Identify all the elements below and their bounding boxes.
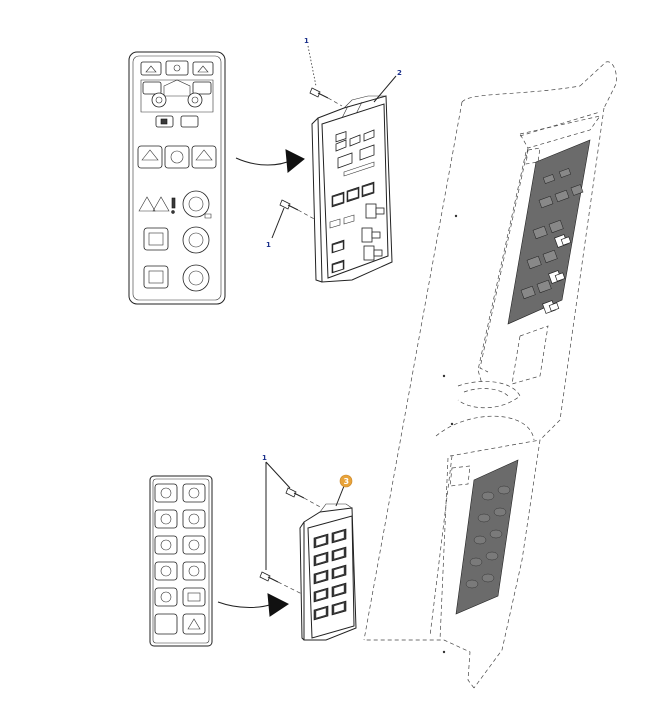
callout-screw-lower: 1	[262, 454, 291, 570]
callout-screw-upper: 1	[304, 37, 317, 87]
callout-label: 1	[266, 241, 271, 249]
key-grid	[154, 483, 206, 635]
callout-label: 2	[397, 69, 402, 77]
screw-icon	[279, 199, 317, 221]
arrow-right-icon	[235, 149, 305, 173]
callout-screw-lower-left: 1	[266, 207, 285, 249]
screw-icon	[285, 487, 323, 509]
callout-label: 3	[344, 477, 350, 486]
upper-keypad-assembly	[311, 95, 393, 283]
armrest-console-housing	[363, 61, 617, 689]
callout-panel-upper: 2	[373, 69, 402, 103]
lower-keypad-assembly	[299, 503, 357, 641]
arrow-right-icon	[217, 593, 289, 617]
callout-label: 1	[304, 37, 309, 45]
screw-icon	[259, 571, 303, 595]
lower-keypad-face-view	[149, 475, 213, 647]
screw-icon	[309, 87, 343, 107]
upper-keypad-face-view	[128, 51, 226, 305]
callout-label: 1	[262, 454, 267, 462]
highlight-badge	[339, 474, 353, 488]
callout-panel-lower: 3	[335, 474, 353, 507]
